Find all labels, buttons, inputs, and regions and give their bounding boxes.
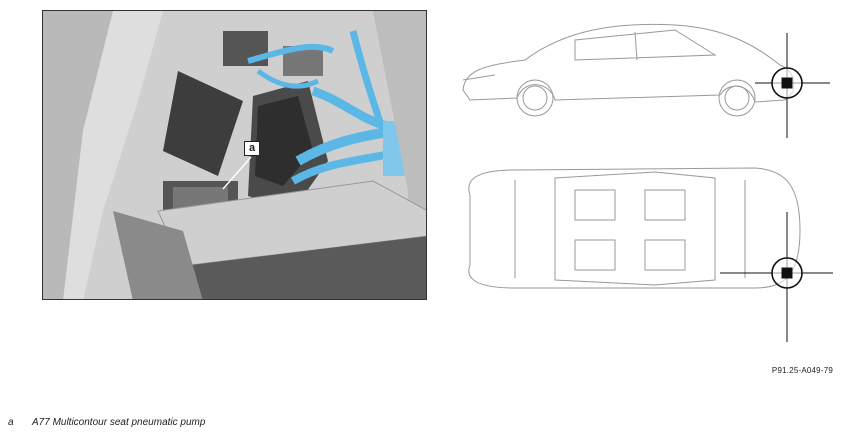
figure-reference: P91.25-A049-79	[771, 366, 833, 375]
vehicle-views	[455, 20, 843, 350]
trunk-interior-illustration	[43, 11, 426, 299]
component-photo: a	[42, 10, 427, 300]
legend-item: a A77 Multicontour seat pneumatic pump	[8, 417, 205, 428]
legend-description: A77 Multicontour seat pneumatic pump	[32, 417, 206, 428]
vehicle-top-view	[468, 167, 801, 289]
callout-a: a	[244, 141, 260, 156]
legend-key: a	[8, 417, 14, 428]
position-marker-top	[720, 212, 833, 342]
vehicle-side-view	[462, 23, 795, 117]
position-marker-side	[755, 33, 830, 138]
vehicle-outline-drawings	[462, 23, 833, 342]
